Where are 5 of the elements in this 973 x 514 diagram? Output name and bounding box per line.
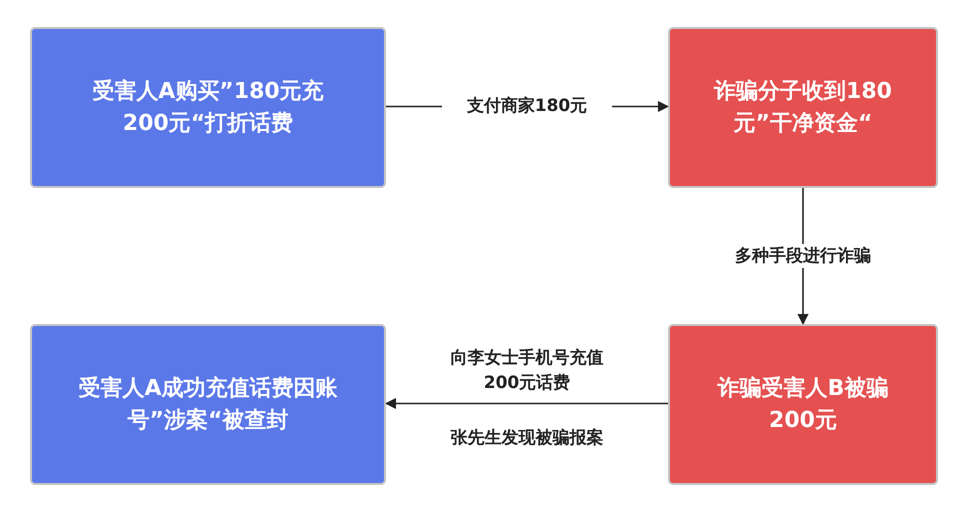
process-box: 诈骗分子收到180元”干净资金“	[668, 27, 938, 188]
arrow	[384, 398, 668, 410]
process-box: 受害人A成功充值话费因账号”涉案“被查封	[30, 324, 386, 485]
process-box: 受害人A购买”180元充200元“打折话费	[30, 27, 386, 188]
process-box: 诈骗受害人B被骗200元	[668, 324, 938, 485]
